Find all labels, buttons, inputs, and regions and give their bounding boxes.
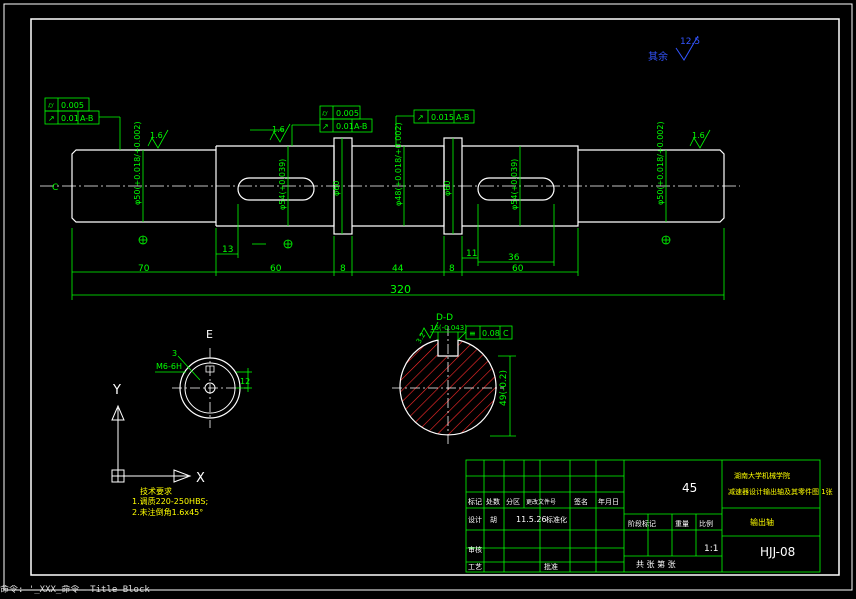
section-d-d[interactable]: D-D 16(-0.043) 49(-0.2) 0.08 C ≡ 3.2 xyxy=(392,313,516,446)
command-line[interactable]: 命令: '_XXX_命令 -Title Block xyxy=(0,585,150,595)
roughness-label: 1.6 xyxy=(272,125,285,134)
length-label: 60 xyxy=(270,264,282,274)
ucs-y-label: Y xyxy=(112,383,121,398)
key-depth-label: 49(-0.2) xyxy=(499,370,509,406)
stage-header: 阶段标记 xyxy=(628,519,656,528)
length-label: 70 xyxy=(138,264,150,274)
diameter-label: φ60 xyxy=(443,181,452,196)
end-view-e[interactable]: E 3 M6-6H 12 xyxy=(155,328,252,428)
design-cell: 11.5.26 xyxy=(516,515,547,524)
overall-length-label: 320 xyxy=(390,283,411,296)
drawing-frame xyxy=(30,18,840,576)
tol-symbol: ⌭ xyxy=(48,101,54,110)
keyway-offset-label: 13 xyxy=(222,245,233,255)
diameter-label: φ50(+0.018/+0.002) xyxy=(133,121,142,205)
length-label: 44 xyxy=(392,264,404,274)
process-cell: 工艺 xyxy=(468,563,482,571)
tol-value: 0.01 xyxy=(336,122,354,131)
roughness-label: 1.6 xyxy=(692,131,705,140)
stage-header: 比例 xyxy=(699,519,713,528)
roughness-label: 1.6 xyxy=(150,131,163,140)
review-cell: 审核 xyxy=(468,545,482,554)
drawing-scale: 1:1 xyxy=(704,544,718,554)
design-cell: 设计 xyxy=(468,515,482,524)
general-roughness-note: 其余 12.5 xyxy=(648,35,700,63)
design-cell: 标准化 xyxy=(546,515,567,524)
key-width-label: 16(-0.043) xyxy=(430,324,467,332)
title-school: 湖南大学机械学院 xyxy=(734,471,790,480)
technical-notes: 技术要求 1.调质220-250HBS; 2.未注倒角1.6x45° xyxy=(132,486,208,517)
svg-text:12.5: 12.5 xyxy=(680,37,700,47)
chamfer-marker: C xyxy=(52,183,58,193)
notes-line: 1.调质220-250HBS; xyxy=(132,496,208,506)
symmetry-icon: ≡ xyxy=(469,329,476,338)
title-material: 45 xyxy=(682,481,697,495)
process-cell: 批准 xyxy=(544,562,558,571)
end-view-note: M6-6H xyxy=(156,362,182,371)
datum-markers xyxy=(250,129,284,245)
notes-heading: 技术要求 xyxy=(140,486,172,496)
stage-header: 重量 xyxy=(675,520,689,528)
sheet-count: 共 张 第 张 xyxy=(636,559,676,569)
drawing-name: 输出轴 xyxy=(750,517,774,527)
tolerance-frame-right[interactable] xyxy=(395,109,475,146)
tol-symbol: ↗ xyxy=(48,114,55,123)
header-cell: 分区 xyxy=(506,497,520,506)
header-cell: 签名 xyxy=(574,497,588,506)
tol-symbol: ↗ xyxy=(322,122,329,131)
diameter-label: φ48(+0.018/+0.002) xyxy=(394,122,403,206)
diameter-labels: φ50(+0.018/+0.002) φ54(+0.039) φ60 φ48(+… xyxy=(133,121,665,210)
tol-value: 0.005 xyxy=(336,109,359,118)
length-label: 60 xyxy=(512,264,524,274)
tol-datum: A-B xyxy=(80,114,93,123)
svg-text:其余: 其余 xyxy=(648,50,668,63)
roughness-marks xyxy=(147,123,711,149)
diameter-label: φ60 xyxy=(332,181,341,196)
header-cell: 更改文件号 xyxy=(526,498,556,506)
title-block[interactable] xyxy=(465,459,821,573)
keyway-right xyxy=(477,177,555,201)
ucs-x-label: X xyxy=(196,471,205,486)
diameter-label: φ54(+0.039) xyxy=(278,159,287,210)
end-view-note: 3 xyxy=(172,349,177,358)
tolerance-frame-left[interactable] xyxy=(44,97,121,150)
length-label: 8 xyxy=(340,264,346,274)
diameter-dimensions xyxy=(138,138,671,249)
section-label: D-D xyxy=(436,313,453,323)
tol-symbol: ↗ xyxy=(417,113,424,122)
tol-symbol: ⌭ xyxy=(322,109,328,118)
end-view-note: 12 xyxy=(240,377,250,386)
shaft-main-view[interactable] xyxy=(40,137,740,235)
header-cell: 标记 xyxy=(468,497,482,506)
design-cell: 胡 xyxy=(490,515,497,524)
tol-value: 0.01 xyxy=(61,114,79,123)
end-view-label: E xyxy=(206,328,213,341)
keyway-left xyxy=(237,177,315,201)
title-text: 减速器设计输出轴及其零件图 1张 xyxy=(728,487,833,496)
notes-line: 2.未注倒角1.6x45° xyxy=(132,507,203,517)
roughness-label: 3.2 xyxy=(415,331,427,345)
symmetry-datum: C xyxy=(503,329,509,338)
tol-value: 0.005 xyxy=(61,101,84,110)
tol-value: 0.015 xyxy=(431,113,454,122)
drawing-number: HJJ-08 xyxy=(760,545,795,559)
header-cell: 年月日 xyxy=(598,497,619,506)
header-cell: 处数 xyxy=(486,497,500,506)
tol-datum: A-B xyxy=(456,113,469,122)
diameter-label: φ50(+0.018/+0.002) xyxy=(656,121,665,205)
symmetry-value: 0.08 xyxy=(482,329,500,338)
keyway-offset-label: 11 xyxy=(466,249,477,259)
tolerance-frame-mid[interactable] xyxy=(291,105,373,146)
keyway-length-label: 36 xyxy=(508,253,520,263)
tol-datum: A-B xyxy=(354,122,367,131)
length-label: 8 xyxy=(449,264,455,274)
ucs-icon xyxy=(111,404,192,483)
length-dimensions xyxy=(71,204,725,300)
diameter-label: φ54(+0.039) xyxy=(510,159,519,210)
outer-sheet-border xyxy=(3,3,853,591)
